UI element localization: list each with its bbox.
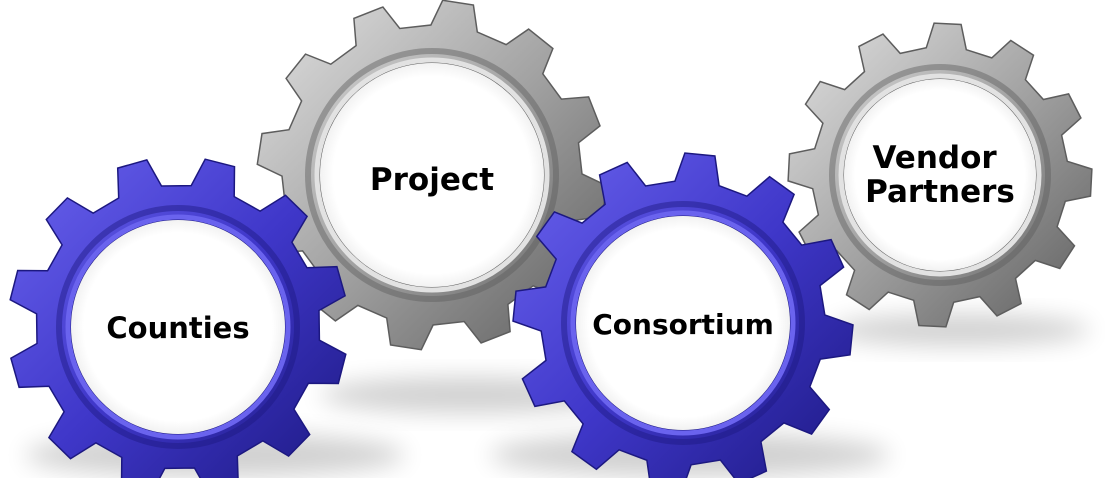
- gear-vendor-partners: Vendor Partners: [787, 22, 1093, 328]
- gear-vendor-partners-label: Vendor Partners: [865, 140, 1015, 210]
- gear-counties-rim-inner: [65, 214, 291, 440]
- gear-counties-label-line-1: Counties: [106, 311, 249, 345]
- shadow-vendor: [830, 314, 1090, 346]
- gear-consortium-label-line-1: Consortium: [592, 308, 774, 341]
- gear-consortium-rim-inner: [570, 210, 796, 436]
- gear-counties: Counties: [9, 158, 347, 478]
- gear-project-rim-inner: [314, 57, 550, 293]
- gear-consortium-hub: [576, 216, 790, 430]
- gear-counties-hub: [71, 220, 285, 434]
- gear-project-hub: [320, 63, 544, 287]
- gear-project-label: Project: [370, 162, 494, 198]
- gear-vendor-partners-rim-shade: [829, 64, 1051, 286]
- gear-consortium-rim-shade: [561, 201, 805, 445]
- gear-project-label-line-1: Project: [370, 162, 494, 198]
- gear-counties-label: Counties: [106, 311, 249, 345]
- gear-counties-rim-shade: [56, 205, 300, 449]
- gear-project: Project: [256, 0, 608, 351]
- gear-vendor-partners-label-line-2: Partners: [865, 174, 1015, 210]
- gear-project-rim-shade: [305, 48, 559, 302]
- gear-vendor-partners-rim-inner: [838, 73, 1042, 277]
- gear-vendor-partners-hub: [844, 79, 1036, 271]
- gear-consortium-label: Consortium: [592, 308, 774, 341]
- gear-consortium: Consortium: [512, 152, 854, 478]
- gear-vendor-partners-label-line-1: Vendor: [873, 140, 998, 176]
